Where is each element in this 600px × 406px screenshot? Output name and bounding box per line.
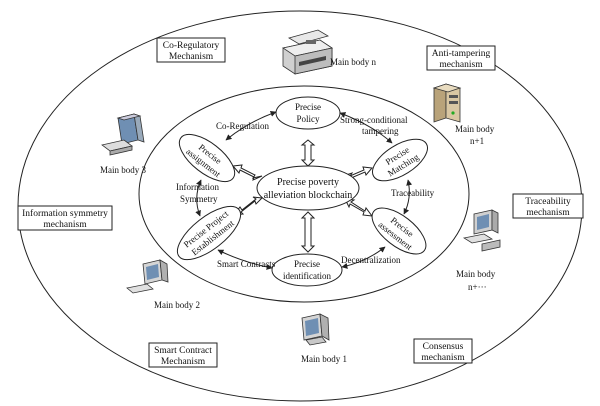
ring-connectors [195,110,413,270]
main-body-2-label: Main body 2 [154,300,200,310]
link-matching-assessment [403,179,413,215]
arrow-center-assignment [232,164,263,181]
node-precise-assessment: Precise assessment [371,207,427,255]
center-label-line2: alleviation blockchain [264,190,353,201]
crt-monitor-icon [126,259,169,294]
mechanism-box-smart-contract: Smart Contract Mechanism [148,342,218,368]
link-assignment-policy [225,110,277,141]
link-policy-matching [339,112,393,144]
svg-text:identification: identification [283,271,331,281]
svg-text:Co-Regulatory: Co-Regulatory [163,41,220,51]
node-precise-policy: Precise Policy [275,96,341,130]
main-body-n1-label-2: n+1 [470,136,484,146]
mechanism-box-anti-tampering: Anti-tampering mechanism [426,45,496,71]
workstation-computer-icon [462,209,501,252]
svg-text:Information symmetry: Information symmetry [22,208,108,219]
main-body-nmore-label-1: Main body [456,269,496,279]
main-body-n-label: Main body n [330,57,376,67]
edge-label-traceability: Traceability [391,188,435,198]
center-ellipse [256,165,360,211]
edge-label-strong-conditional-1: Strong-conditional [340,115,408,125]
svg-text:mechanism: mechanism [526,208,570,218]
mechanism-box-information-symmetry: Information symmetry mechanism [17,205,113,231]
svg-text:Traceability: Traceability [525,197,571,207]
center-connectors [232,139,374,253]
edge-label-strong-conditional-2: tampering [362,126,399,136]
mechanism-box-traceability: Traceability mechanism [512,193,584,219]
edge-label-information-1: Information [176,182,219,192]
svg-text:Smart Contract: Smart Contract [154,346,212,356]
desktop-computer-icon [101,113,145,156]
node-precise-matching: Precise Matching [372,138,428,182]
svg-text:mechanism: mechanism [421,353,465,363]
node-precise-identification: Precise identification [271,253,343,287]
node-precise-assignment: Precise assignment [178,133,236,183]
main-body-3-label: Main body 3 [100,165,146,175]
printer-icon [281,29,334,75]
server-tower-icon [432,83,462,123]
link-identification-establishment [217,249,273,270]
svg-text:Precise: Precise [294,259,320,269]
edge-label-information-2: Symmetry [180,194,218,204]
inner-ring [138,85,470,303]
desktop-monitor-icon [301,313,330,346]
main-body-n1-label-1: Main body [455,124,495,134]
link-establishment-assignment [195,179,202,217]
svg-text:Policy: Policy [296,114,320,124]
svg-text:Precise: Precise [295,102,321,112]
svg-text:Mechanism: Mechanism [169,52,214,62]
svg-text:Consensus: Consensus [423,342,464,352]
svg-text:Anti-tampering: Anti-tampering [432,49,491,59]
edge-label-decentralization: Decentralization [341,255,401,265]
edge-label-co-regulation: Co-Regulation [216,121,269,131]
link-assessment-identification [341,246,386,269]
center-label-line1: Precise poverty [277,177,339,188]
main-body-1-label: Main body 1 [301,354,347,364]
arrow-center-identification [300,211,316,253]
svg-text:Mechanism: Mechanism [161,357,206,367]
edge-label-smart-contracts: Smart Contracts [217,259,276,269]
main-body-nmore-label-2: n+··· [468,282,487,292]
mechanism-box-co-regulatory: Co-Regulatory Mechanism [156,37,226,63]
svg-text:mechanism: mechanism [439,60,483,70]
mechanism-box-consensus: Consensus mechanism [413,338,473,364]
svg-text:mechanism: mechanism [43,220,87,230]
arrow-center-policy [300,139,316,167]
